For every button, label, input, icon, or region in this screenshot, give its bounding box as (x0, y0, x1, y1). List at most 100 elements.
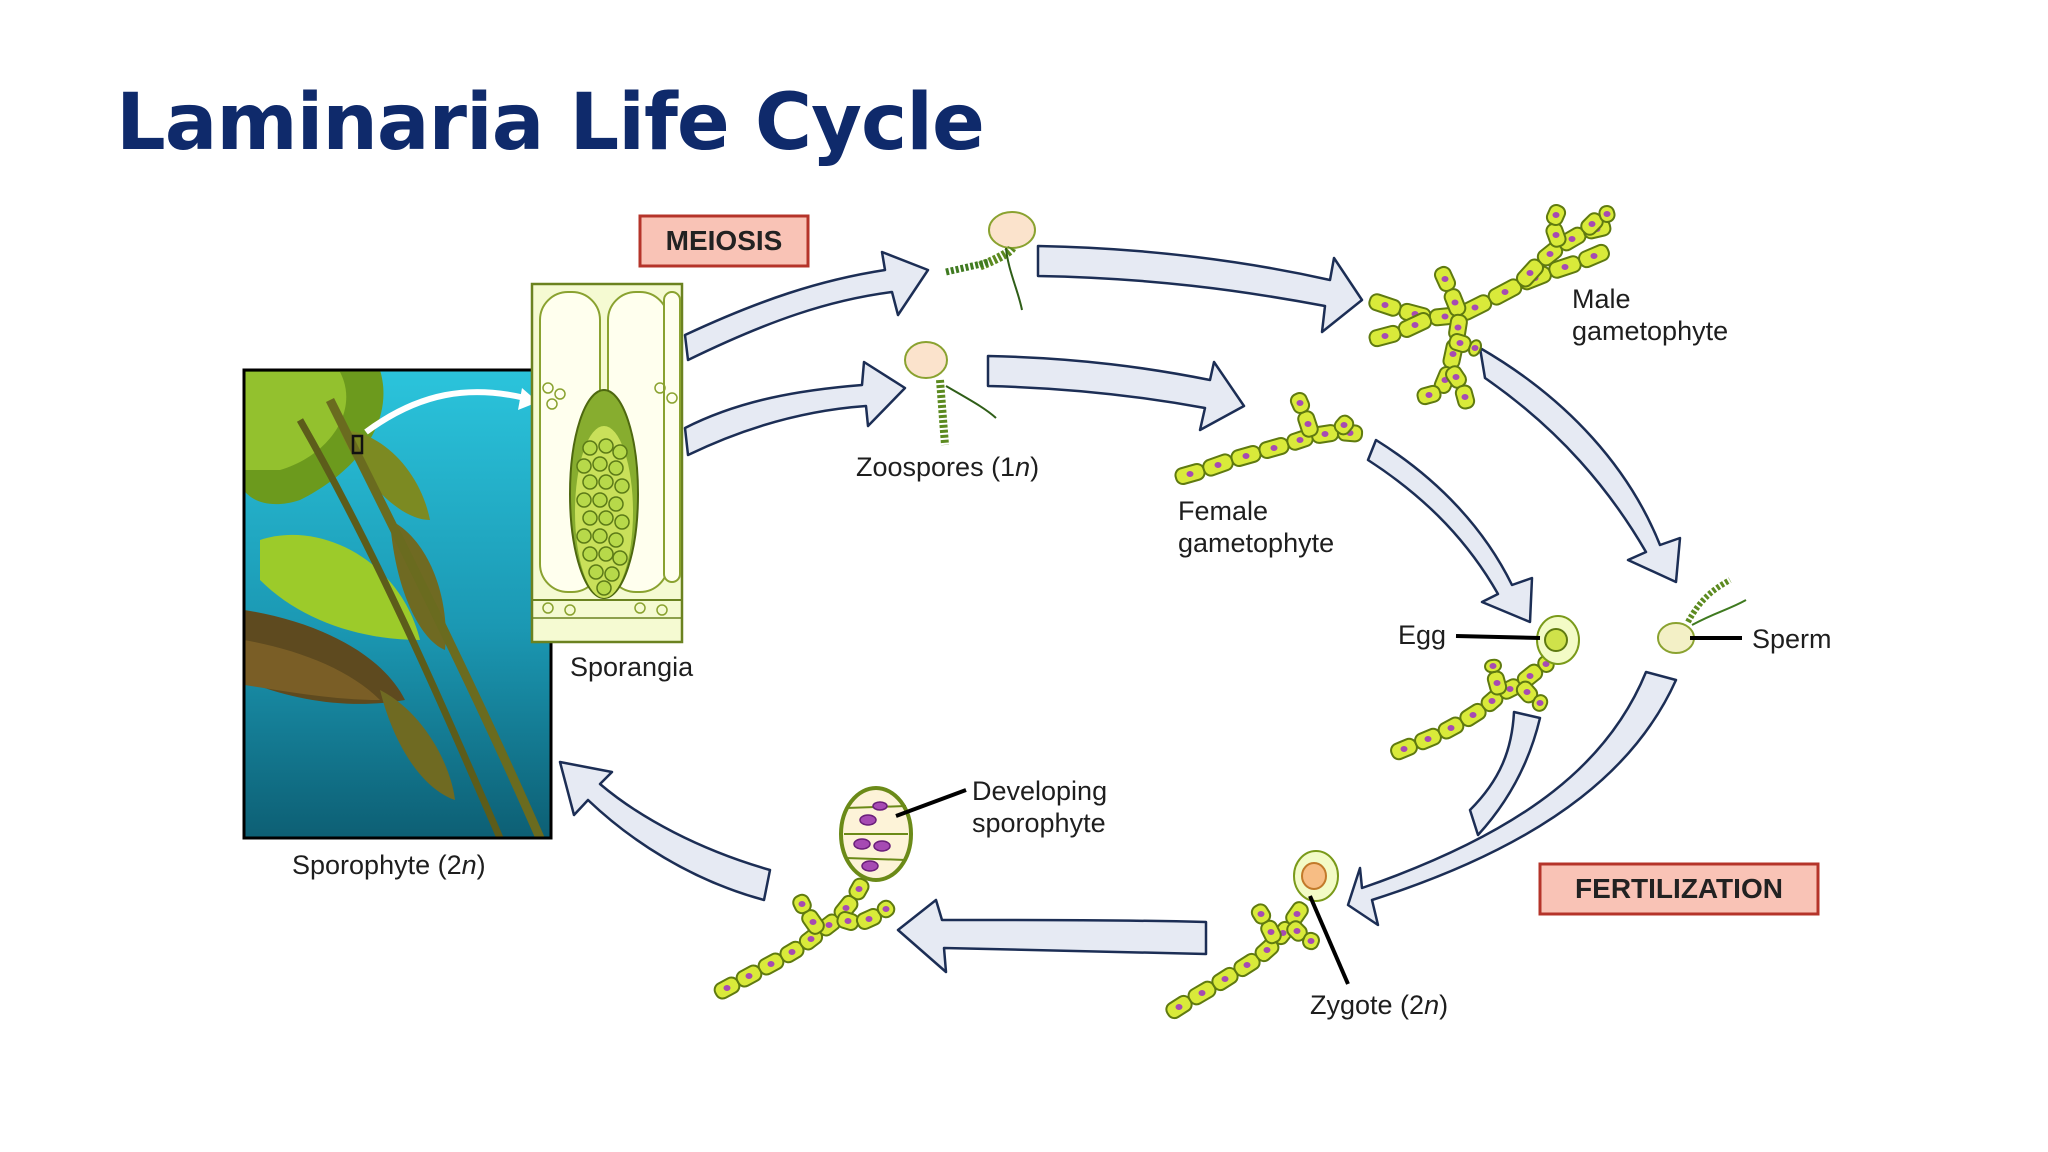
male-nucleus (1456, 340, 1464, 346)
egg-nucleus (1536, 700, 1544, 706)
leader-egg (1455, 634, 1541, 640)
meiosis-box: MEIOSIS (638, 214, 810, 268)
female-nucleus (1186, 471, 1194, 477)
male-nucleus (1603, 211, 1611, 217)
zygote-nucleus (1263, 947, 1271, 953)
egg-nucleus (1424, 736, 1432, 742)
zygote-nucleus (1257, 911, 1265, 917)
slide-title: Laminaria Life Cycle (116, 78, 985, 168)
egg-nucleus (1542, 661, 1550, 667)
fertilization-box: FERTILIZATION (1538, 862, 1820, 916)
male-nucleus (1588, 221, 1596, 227)
arrow-sporangia-to-zoospore-lower (683, 360, 907, 457)
egg-nucleus (1523, 689, 1531, 695)
egg-nucleus (1489, 663, 1497, 669)
male-nucleus (1552, 232, 1560, 238)
arrow-sperm-to-zygote (1346, 670, 1678, 927)
developing-nucleus (882, 906, 890, 912)
developing-nucleus (855, 886, 863, 892)
developing-nucleus (865, 916, 873, 922)
arrow-female-to-egg (1366, 438, 1534, 624)
zoospore-upper (945, 211, 1036, 311)
male-nucleus (1501, 289, 1509, 295)
developing-nucleus (723, 985, 731, 991)
male-nucleus (1441, 276, 1449, 282)
male-nucleus (1441, 313, 1449, 320)
meiosis-label: MEIOSIS (666, 225, 783, 256)
egg-nucleus (1488, 698, 1496, 704)
egg-nucleus (1506, 686, 1514, 692)
zygote-nucleus (1198, 990, 1206, 996)
zygote-nucleus (1175, 1004, 1183, 1010)
sperm-cell (1657, 577, 1747, 654)
male-nucleus (1561, 264, 1569, 270)
egg-nucleus (1469, 712, 1477, 718)
meiosis-box-bg (638, 214, 810, 268)
cycle-arrows (558, 244, 1682, 974)
developing-nucleus (767, 961, 775, 967)
male-nucleus (1381, 333, 1389, 339)
female-nucleus (1296, 400, 1304, 406)
zygote-nucleus (1243, 962, 1251, 968)
arrow-zoospore-to-female (986, 354, 1246, 432)
male-nucleus (1452, 374, 1460, 380)
leader-developing (895, 788, 967, 818)
arrow-zoospore-to-male (1036, 244, 1364, 334)
zoospores-label: Zoospores (1n) (856, 452, 1039, 482)
male-nucleus (1454, 324, 1462, 331)
male-nucleus (1471, 345, 1479, 351)
female-gametophyte (1174, 391, 1364, 486)
female-nucleus (1340, 422, 1348, 428)
sporangia-illustration (530, 282, 684, 644)
zygote-nucleus (1221, 976, 1229, 982)
male-gametophyte (1368, 203, 1616, 410)
developing-nucleus (809, 919, 817, 925)
male-nucleus (1568, 236, 1576, 242)
developing-sporophyte-filament (713, 877, 896, 1000)
sporophyte-label: Sporophyte (2n) (292, 850, 486, 880)
female-nucleus (1270, 445, 1278, 451)
developing-nucleus (842, 905, 850, 911)
female-nucleus (1242, 453, 1250, 459)
zygote-nucleus (1293, 928, 1301, 934)
male-nucleus (1546, 251, 1554, 257)
sporangia-label: Sporangia (570, 652, 694, 682)
developing-nucleus (825, 922, 833, 928)
egg-gametophyte (1390, 655, 1555, 761)
spore-cluster (576, 438, 630, 596)
male-nucleus (1461, 394, 1469, 400)
egg-label: Egg (1398, 620, 1446, 650)
leader-zygote (1308, 895, 1350, 985)
egg-nucleus (1447, 725, 1455, 731)
leader-lines (895, 634, 1742, 985)
developing-nucleus (788, 949, 796, 955)
arrow-male-to-sperm (1478, 346, 1682, 584)
zygote-nucleus (1293, 911, 1301, 917)
egg-nucleus (1526, 673, 1534, 679)
egg-nucleus (1493, 680, 1501, 686)
male-nucleus (1411, 322, 1419, 328)
female-nucleus (1214, 462, 1222, 468)
male-nucleus (1425, 392, 1433, 398)
male-nucleus (1526, 270, 1534, 276)
developing-nucleus (807, 936, 815, 942)
developing-nucleus (798, 901, 806, 907)
fertilization-box-bg (1538, 862, 1820, 916)
female-nucleus (1304, 421, 1312, 427)
zygote-nucleus (1307, 938, 1315, 944)
zygote-cell (1293, 850, 1339, 902)
egg-nucleus (1400, 746, 1408, 752)
egg-cell (1536, 615, 1580, 665)
fertilization-label: FERTILIZATION (1575, 873, 1783, 904)
male-nucleus (1471, 304, 1479, 311)
female-nucleus (1321, 431, 1329, 437)
male-nucleus (1552, 212, 1560, 218)
developing-nucleus (844, 918, 852, 924)
male-nucleus (1449, 351, 1457, 357)
arrow-zygote-to-developing (896, 898, 1208, 974)
female-nucleus (1296, 437, 1304, 443)
zygote-gametophyte (1165, 901, 1320, 1020)
sporophyte-photo (242, 368, 553, 840)
